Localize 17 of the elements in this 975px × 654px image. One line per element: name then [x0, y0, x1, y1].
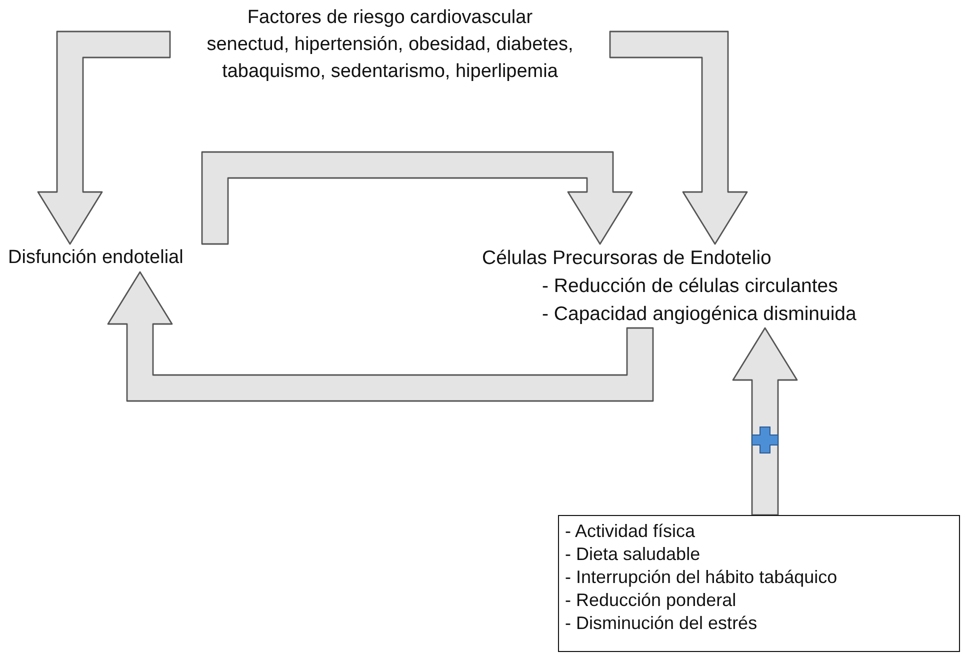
- list-item: - Dieta saludable: [565, 543, 702, 566]
- list-item: - Reducción de células circulantes: [541, 274, 839, 299]
- text-box: [558, 515, 960, 652]
- block-arrow: [107, 271, 654, 402]
- node-label: Disfunción endotelial: [8, 244, 184, 272]
- block-arrow: [609, 30, 748, 245]
- list-item: - Disminución del estrés: [565, 612, 758, 635]
- block-arrow: [201, 151, 633, 245]
- list-item: - Actividad física: [565, 520, 696, 543]
- list-item: - Interrupción del hábito tabáquico: [565, 566, 838, 589]
- block-arrow: [732, 327, 798, 516]
- body-text: senectud, hipertensión, obesidad, diabetes, tabaquismo, sedentarismo, hiperlipemia: [206, 33, 574, 84]
- list-item: - Capacidad angiogénica disminuida: [541, 302, 856, 327]
- block-arrow: [37, 30, 171, 245]
- heading: Factores de riesgo cardiovascular: [247, 6, 533, 30]
- heading: Células Precursoras de Endotelio: [482, 246, 772, 271]
- list-item: - Reducción ponderal: [565, 589, 738, 612]
